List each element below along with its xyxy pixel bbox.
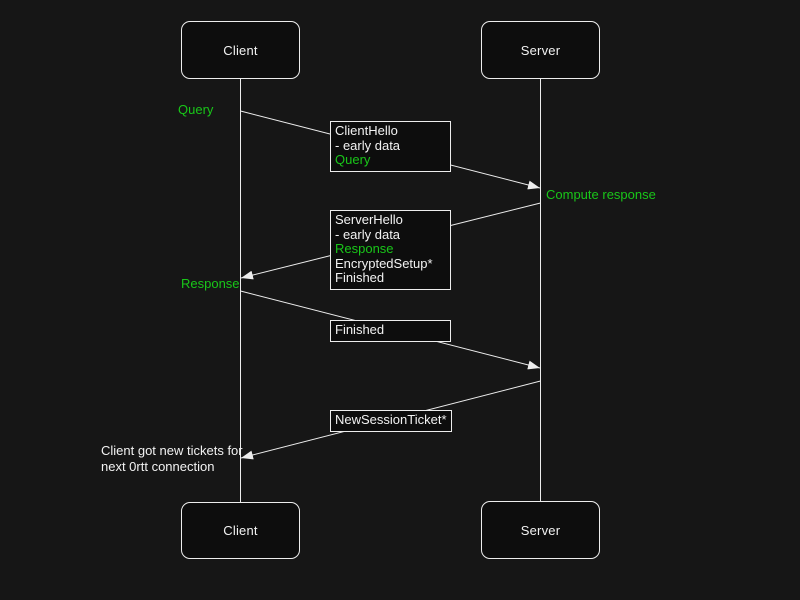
message-line: - early data	[335, 137, 401, 153]
message-line: ServerHello	[335, 212, 403, 227]
message-box-clienthello: ClientHello - early data Query	[330, 121, 451, 172]
message-box-serverhello: ServerHello - early data Response Encryp…	[330, 210, 451, 290]
actor-label: Client	[223, 42, 258, 58]
message-line: NewSessionTicket*	[335, 412, 447, 427]
actor-box-client-top: Client	[181, 21, 300, 79]
label-compute-response: Compute response	[546, 187, 656, 202]
message-line-response: Response	[335, 241, 394, 256]
actor-box-client-bottom: Client	[181, 502, 300, 559]
message-line: EncryptedSetup*	[335, 255, 433, 271]
note-line: Client got new tickets for	[101, 443, 243, 458]
message-line: Finished	[335, 322, 385, 337]
actor-label: Server	[520, 42, 561, 58]
actor-box-server-bottom: Server	[481, 501, 600, 559]
message-box-newsessionticket: NewSessionTicket*	[330, 410, 452, 432]
message-line: Finished	[335, 270, 385, 285]
note-line: next 0rtt connection	[101, 459, 215, 474]
message-line: ClientHello	[335, 123, 398, 138]
message-box-finished: Finished	[330, 320, 451, 342]
actor-label: Client	[223, 523, 258, 538]
note-new-tickets: Client got new tickets for next 0rtt con…	[101, 443, 243, 475]
actor-box-server-top: Server	[481, 21, 600, 79]
label-query: Query	[178, 102, 214, 117]
label-response: Response	[181, 276, 240, 291]
message-line: - early data	[335, 226, 401, 242]
actor-label: Server	[520, 522, 561, 538]
message-line-query: Query	[335, 152, 371, 167]
